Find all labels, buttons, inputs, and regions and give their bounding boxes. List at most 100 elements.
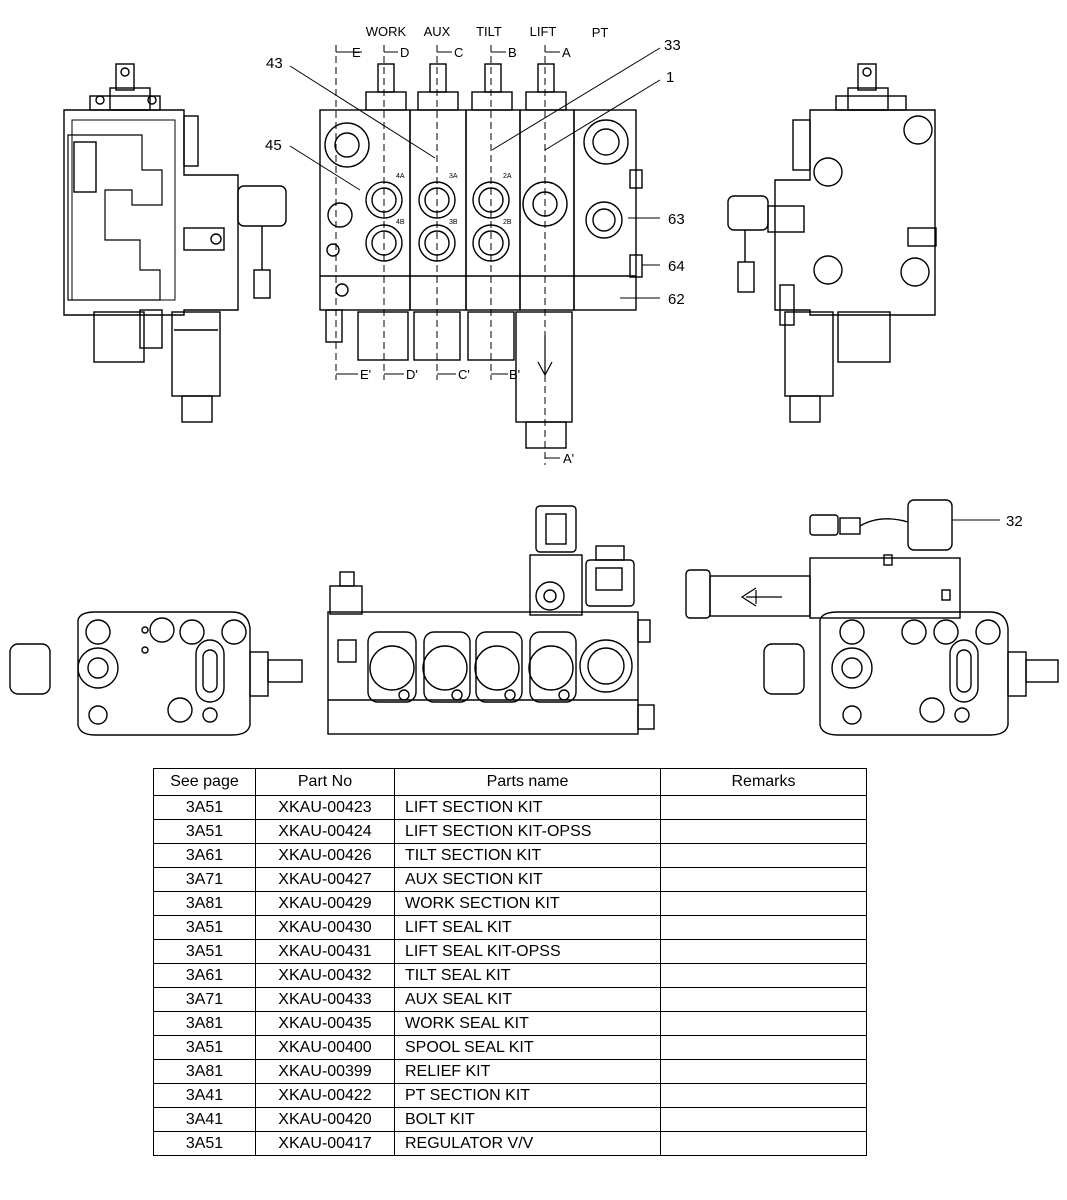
cell-part-no: XKAU-00433: [255, 987, 395, 1012]
callout-62: 62: [668, 291, 685, 308]
cell-part-no: XKAU-00422: [255, 1083, 395, 1108]
cell-remarks: [660, 795, 867, 820]
cell-parts-name: LIFT SECTION KIT: [394, 795, 661, 820]
cell-parts-name: AUX SEAL KIT: [394, 987, 661, 1012]
cell-remarks: [660, 1059, 867, 1084]
cell-remarks: [660, 987, 867, 1012]
cell-see-page: 3A51: [153, 939, 256, 964]
callout-43: 43: [266, 55, 283, 72]
cell-remarks: [660, 963, 867, 988]
cell-part-no: XKAU-00431: [255, 939, 395, 964]
right-side-view: [727, 63, 937, 423]
section-letter-d-prime: D': [406, 367, 418, 382]
callout-63: 63: [668, 211, 685, 228]
cell-see-page: 3A51: [153, 915, 256, 940]
cell-part-no: XKAU-00429: [255, 891, 395, 916]
cell-see-page: 3A51: [153, 795, 256, 820]
cell-see-page: 3A51: [153, 1131, 256, 1156]
section-letter-e: E: [352, 45, 361, 60]
port-mark-2b: 2B: [503, 219, 512, 226]
cell-parts-name: WORK SEAL KIT: [394, 1011, 661, 1036]
bottom-left-end-view: [9, 611, 303, 736]
section-letter-c-prime: C': [458, 367, 470, 382]
cell-part-no: XKAU-00417: [255, 1131, 395, 1156]
cell-part-no: XKAU-00432: [255, 963, 395, 988]
cell-part-no: XKAU-00430: [255, 915, 395, 940]
callout-33: 33: [664, 37, 681, 54]
cell-remarks: [660, 939, 867, 964]
header-parts-name: Parts name: [394, 768, 661, 796]
cell-parts-name: TILT SECTION KIT: [394, 843, 661, 868]
section-label-work: WORK: [366, 24, 407, 39]
section-label-aux: AUX: [424, 24, 451, 39]
section-letter-b: B: [508, 45, 517, 60]
parts-table: See page Part No Parts name Remarks 3A51…: [153, 768, 867, 1156]
cell-part-no: XKAU-00420: [255, 1107, 395, 1132]
cell-parts-name: RELIEF KIT: [394, 1059, 661, 1084]
port-mark-3b: 3B: [449, 219, 458, 226]
section-label-lift: LIFT: [530, 24, 557, 39]
cell-see-page: 3A81: [153, 1059, 256, 1084]
cell-see-page: 3A41: [153, 1107, 256, 1132]
cell-part-no: XKAU-00427: [255, 867, 395, 892]
port-mark-4b: 4B: [396, 219, 405, 226]
section-letter-b-prime: B': [509, 367, 520, 382]
bottom-center-view: [327, 505, 655, 735]
cell-see-page: 3A81: [153, 891, 256, 916]
table-header-row: See page Part No Parts name Remarks: [153, 768, 867, 796]
section-letter-e-prime: E': [360, 367, 371, 382]
cell-part-no: XKAU-00426: [255, 843, 395, 868]
cell-part-no: XKAU-00424: [255, 819, 395, 844]
cell-remarks: [660, 1035, 867, 1060]
cell-parts-name: LIFT SEAL KIT-OPSS: [394, 939, 661, 964]
callout-64: 64: [668, 258, 685, 275]
cell-remarks: [660, 1083, 867, 1108]
port-mark-3a: 3A: [449, 173, 458, 180]
port-mark-4a: 4A: [396, 173, 405, 180]
cell-part-no: XKAU-00435: [255, 1011, 395, 1036]
callout-1: 1: [666, 69, 674, 86]
valve-assembly-drawing: WORK AUX TILT LIFT PT E D C B A E' D' C'…: [9, 24, 1059, 736]
cell-parts-name: LIFT SEAL KIT: [394, 915, 661, 940]
port-mark-2a: 2A: [503, 173, 512, 180]
cell-see-page: 3A51: [153, 819, 256, 844]
cell-remarks: [660, 843, 867, 868]
cell-part-no: XKAU-00399: [255, 1059, 395, 1084]
cell-see-page: 3A71: [153, 987, 256, 1012]
cell-remarks: [660, 891, 867, 916]
cell-remarks: [660, 915, 867, 940]
cell-parts-name: SPOOL SEAL KIT: [394, 1035, 661, 1060]
bottom-right-view: [685, 499, 1059, 736]
cell-remarks: [660, 1011, 867, 1036]
cell-parts-name: PT SECTION KIT: [394, 1083, 661, 1108]
cell-see-page: 3A61: [153, 843, 256, 868]
left-side-view: [63, 63, 287, 423]
cell-see-page: 3A81: [153, 1011, 256, 1036]
section-letter-c: C: [454, 45, 463, 60]
cell-see-page: 3A41: [153, 1083, 256, 1108]
cell-parts-name: AUX SECTION KIT: [394, 867, 661, 892]
header-remarks: Remarks: [660, 768, 867, 796]
cell-parts-name: BOLT KIT: [394, 1107, 661, 1132]
cell-parts-name: REGULATOR V/V: [394, 1131, 661, 1156]
cell-see-page: 3A71: [153, 867, 256, 892]
section-letter-d: D: [400, 45, 409, 60]
section-letter-a: A: [562, 45, 571, 60]
cell-remarks: [660, 867, 867, 892]
header-part-no: Part No: [255, 768, 395, 796]
cell-part-no: XKAU-00423: [255, 795, 395, 820]
cell-parts-name: TILT SEAL KIT: [394, 963, 661, 988]
front-view: [289, 45, 661, 465]
